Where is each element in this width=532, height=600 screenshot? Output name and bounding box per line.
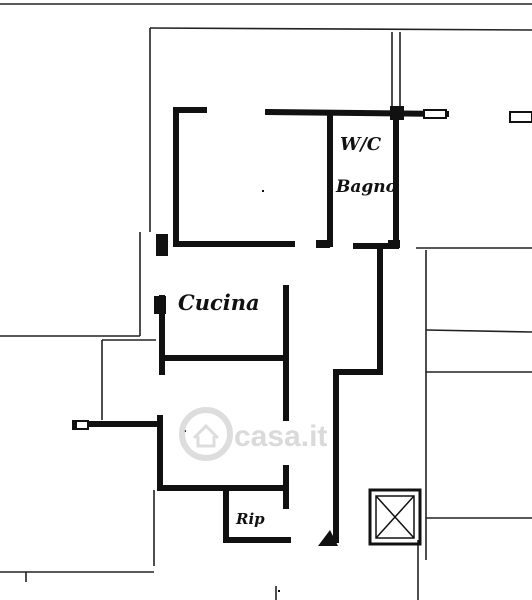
house-logo-icon xyxy=(179,407,233,461)
watermark-text: casa.it xyxy=(234,420,327,453)
room-label-ripostiglio: Rip xyxy=(235,510,265,528)
windows xyxy=(75,109,532,430)
thin-walls xyxy=(0,3,532,600)
house-roof-icon xyxy=(192,423,220,448)
watermark: casa.it xyxy=(179,407,327,461)
room-label-wc: W/C xyxy=(340,134,382,155)
room-label-bagno: Bagno xyxy=(335,177,397,197)
tick-marks xyxy=(184,190,280,592)
elevator-shaft xyxy=(368,488,422,546)
wall-blocks xyxy=(72,106,404,546)
room-label-cucina: Cucina xyxy=(178,290,260,315)
thick-walls xyxy=(79,107,450,543)
